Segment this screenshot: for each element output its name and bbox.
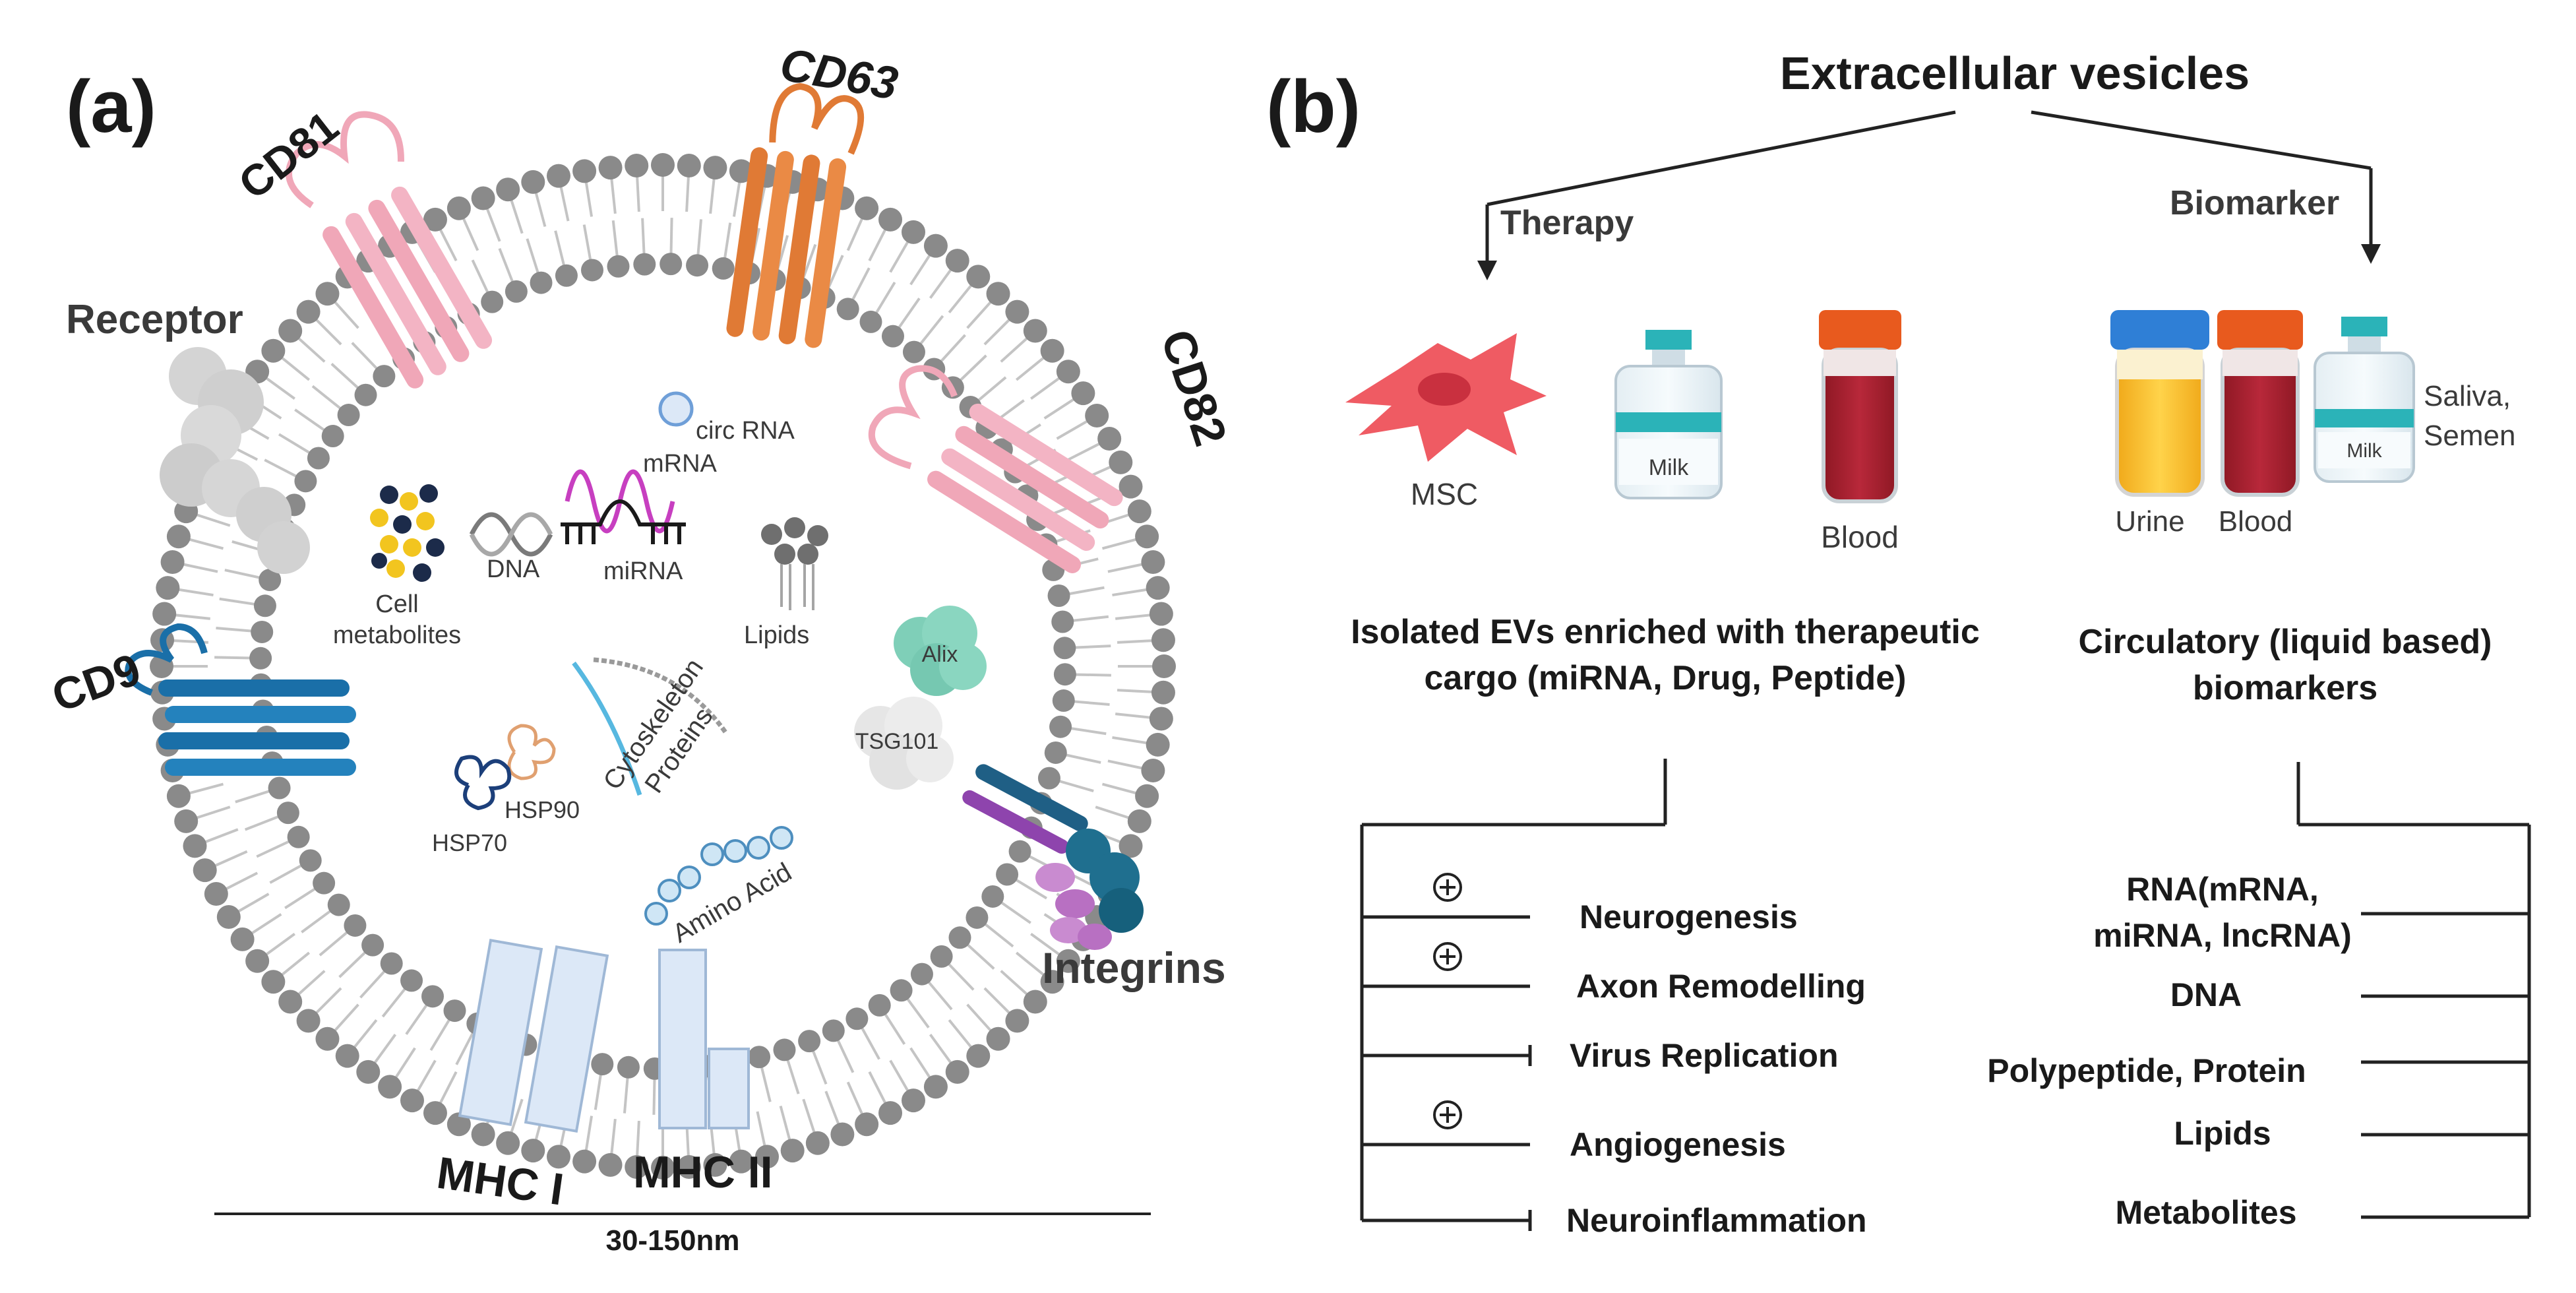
biomarker-blood-label: Blood (2219, 505, 2293, 538)
biomarker-rna-line-2: miRNA, lncRNA) (2093, 917, 2352, 954)
alix-icon (894, 606, 987, 696)
msc-label: MSC (1411, 477, 1478, 511)
biomarker-milk-label: Milk (2346, 440, 2382, 462)
biomarker-desc-line-2: biomarkers (2193, 669, 2377, 707)
tsg101-label: TSG101 (855, 729, 939, 754)
mhc1-protein-icon (458, 938, 609, 1133)
promote-plus-mark (1440, 949, 1456, 964)
branch-arrows (1485, 110, 2373, 261)
dna-icon (469, 512, 553, 557)
biomarker-lipids: Lipids (2174, 1115, 2271, 1152)
therapy-effects-tree (1360, 759, 1667, 1222)
therapy-label: Therapy (1500, 204, 1634, 242)
biomarker-metabolites: Metabolites (2115, 1194, 2296, 1231)
saliva-label-2: Semen (2424, 420, 2515, 452)
effect-label: Angiogenesis (1570, 1126, 1786, 1163)
cytoskeleton-icon (572, 657, 727, 796)
cell-metabolites-label-1: Cell (375, 590, 418, 618)
biomarker-protein: Polypeptide, Protein (1987, 1052, 2306, 1089)
blood-label: Blood (1821, 520, 1899, 554)
dna-label: DNA (487, 555, 540, 583)
panel-b-title: Extracellular vesicles (1780, 47, 2250, 99)
amino-acid-icon (644, 826, 793, 926)
receptor-label: Receptor (66, 297, 243, 342)
mirna-icon (561, 499, 686, 544)
therapy-arrowhead (1477, 261, 1497, 280)
biomarker-tree (2296, 762, 2531, 1219)
mhc2-protein-icon (658, 949, 750, 1129)
lipids-label: Lipids (744, 621, 809, 649)
alix-label: Alix (922, 642, 958, 667)
therapy-desc-line-1: Isolated EVs enriched with therapeutic (1351, 613, 1980, 651)
saliva-label-1: Saliva, (2424, 380, 2511, 412)
cd81-label: CD81 (230, 102, 348, 208)
integrins-label: Integrins (1042, 943, 1226, 992)
cell-metabolites-icon (370, 484, 445, 582)
mirna-label: miRNA (603, 557, 683, 585)
urine-tube-icon (2110, 310, 2209, 497)
blood-tube-icon (1819, 310, 1901, 503)
biomarker-arrowhead (2361, 244, 2381, 264)
promote-plus-icon (1433, 1100, 1462, 1129)
scale-label: 30-150nm (605, 1224, 739, 1257)
integrins-protein-icon (962, 764, 1144, 950)
panel-a-label: (a) (66, 65, 156, 148)
cell-metabolites-label-2: metabolites (333, 621, 461, 649)
therapy-desc-line-2: cargo (miRNA, Drug, Peptide) (1425, 659, 1907, 697)
urine-label: Urine (2115, 505, 2184, 538)
promote-plus-icon (1433, 873, 1462, 902)
biomarker-rna-line-1: RNA(mRNA, (2126, 871, 2319, 908)
hsp90-icon (507, 724, 556, 780)
panel-a: (a) CD81 CD63 (46, 38, 1237, 1257)
cd82-protein-icon (868, 365, 1123, 573)
effect-label: Axon Remodelling (1576, 968, 1866, 1005)
lipid-heads-outer (150, 153, 1176, 1180)
cd63-label: CD63 (776, 38, 902, 110)
msc-nucleus-icon (1418, 373, 1471, 406)
promote-plus-mark (1440, 1107, 1456, 1123)
hsp70-label: HSP70 (432, 829, 507, 856)
cd63-protein-icon (726, 82, 865, 348)
biomarker-desc-line-1: Circulatory (liquid based) (2079, 623, 2492, 661)
effect-label: Neurogenesis (1579, 899, 1798, 935)
biomarker-dna: DNA (2170, 976, 2242, 1013)
panel-b: (b) Extracellular vesicles Therapy Bioma… (1266, 47, 2531, 1239)
circ-rna-icon (658, 391, 694, 427)
cd81-protein-icon (285, 111, 493, 389)
cd82-label: CD82 (1151, 324, 1237, 452)
milk-vial-icon (1614, 330, 1723, 499)
biomarker-label: Biomarker (2170, 184, 2339, 222)
biomarker-milk-vial-icon (2314, 317, 2415, 483)
biomarker-blood-tube-icon (2217, 310, 2303, 497)
hsp70-icon (454, 755, 512, 811)
effect-label: Neuroinflammation (1566, 1202, 1867, 1239)
effect-label: Virus Replication (1570, 1037, 1839, 1074)
cd9-label: CD9 (46, 644, 147, 722)
cd9-protein-icon (125, 623, 356, 776)
mhc2-label: MHC II (633, 1147, 773, 1197)
lipids-icon (761, 517, 828, 610)
tsg101-icon (854, 697, 954, 790)
panel-b-label: (b) (1266, 65, 1361, 148)
promote-plus-icon (1433, 942, 1462, 971)
milk-vial-label: Milk (1649, 455, 1689, 480)
promote-plus-mark (1440, 879, 1456, 895)
receptor-protein-icon (160, 347, 310, 574)
circ-rna-label: circ RNA (696, 417, 795, 445)
mrna-label: mRNA (643, 450, 718, 478)
hsp90-label: HSP90 (505, 796, 580, 823)
